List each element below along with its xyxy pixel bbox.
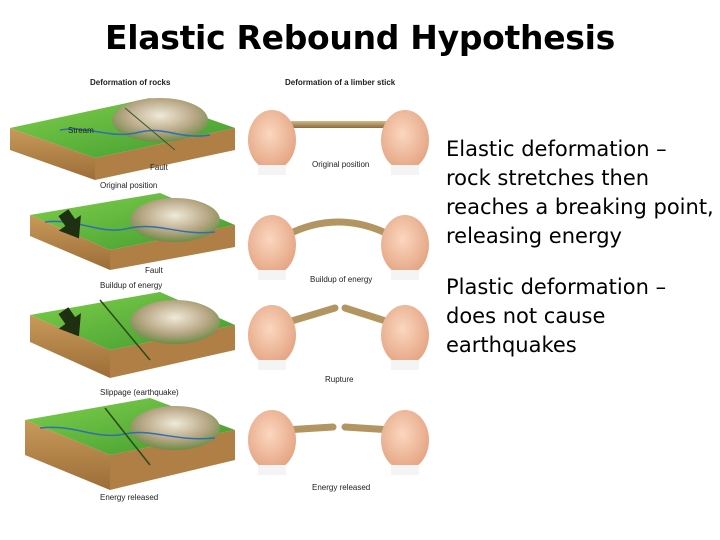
label-rupture: Rupture (325, 375, 354, 384)
fist-left-4 (248, 410, 296, 475)
label-slippage: Slippage (earthquake) (100, 388, 179, 397)
rock-block-slippage (30, 292, 235, 378)
label-original-left: Original position (100, 181, 157, 190)
right-heading: Deformation of a limber stick (285, 78, 396, 87)
label-released-left: Energy released (100, 493, 158, 502)
label-original-right: Original position (312, 160, 369, 169)
bullet-list: Elastic deformation – rock stretches the… (446, 135, 716, 382)
elastic-rebound-figure: Deformation of rocks Deformation of a li… (10, 78, 429, 502)
fist-right-2 (381, 215, 429, 280)
rock-block-buildup (30, 193, 235, 270)
label-buildup-left: Buildup of energy (100, 281, 162, 290)
fist-right-3 (381, 305, 429, 370)
label-fault-1: Fault (150, 163, 169, 172)
label-stream: Stream (68, 126, 94, 135)
rock-block-original (10, 98, 235, 180)
stick-original (280, 121, 395, 128)
label-fault-2: Fault (145, 266, 164, 275)
stick-rupture (281, 304, 396, 327)
slide-title: Elastic Rebound Hypothesis (0, 18, 720, 57)
label-buildup-right: Buildup of energy (310, 275, 372, 284)
stick-released (281, 423, 396, 434)
fist-left-1 (248, 110, 296, 175)
stick-buildup (281, 218, 396, 240)
bullet-plastic: Plastic deformation – does not cause ear… (446, 275, 667, 357)
fist-right-1 (381, 110, 429, 175)
fist-right-4 (381, 410, 429, 475)
left-heading: Deformation of rocks (90, 78, 171, 87)
bullet-elastic: Elastic deformation – rock stretches the… (446, 137, 714, 248)
rock-block-released (25, 398, 235, 490)
fist-left-2 (248, 215, 296, 280)
fist-left-3 (248, 305, 296, 370)
label-released-right: Energy released (312, 483, 370, 492)
slide-title-text: Elastic Rebound Hypothesis (105, 18, 615, 57)
